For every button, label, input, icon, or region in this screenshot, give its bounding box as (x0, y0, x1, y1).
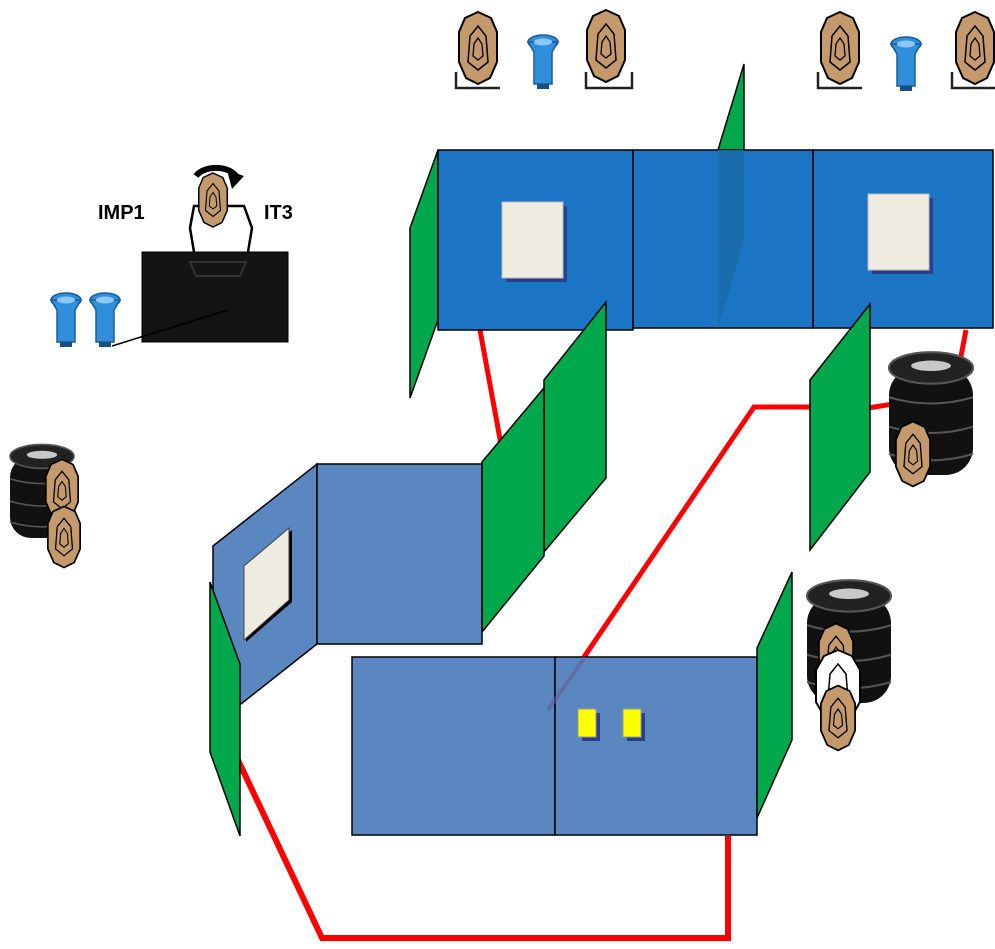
fault-line-upper-left (477, 329, 505, 451)
wall-light-blue (316, 463, 483, 645)
rotate-arrow-head (227, 170, 244, 189)
steel-popper-icon (50, 292, 82, 348)
fault-line-behind-wall (546, 655, 587, 712)
paper-target-icon (820, 684, 856, 752)
window-icon (501, 201, 567, 282)
green-panel (209, 581, 241, 837)
paper-target-icon (895, 420, 931, 488)
fault-line-right (867, 401, 894, 411)
green-panel (716, 63, 745, 151)
green-panel-shadow (718, 150, 744, 328)
label-it3: IT3 (264, 202, 293, 224)
moving-target-frame-base (188, 261, 248, 277)
label-imp1: IMP1 (98, 202, 145, 224)
steel-popper-icon (89, 292, 121, 348)
green-panel (543, 299, 607, 555)
paper-target-icon (198, 172, 228, 228)
steel-popper-icon (527, 34, 559, 90)
green-panel (481, 385, 545, 635)
paper-target-icon (820, 11, 860, 85)
paper-target-icon (46, 505, 82, 569)
window-icon (243, 526, 292, 642)
wall-light-blue (554, 656, 758, 836)
green-panel (409, 149, 439, 399)
paper-target-icon (586, 9, 626, 83)
target-stand-base (454, 72, 995, 90)
steel-popper-icon (890, 36, 922, 92)
fault-line-lower (235, 758, 731, 941)
fault-line-diagonal (545, 404, 812, 712)
window-icon (867, 193, 933, 274)
activator-mat (141, 251, 289, 343)
wall-light-blue (351, 656, 556, 836)
mini-popper-icon (577, 708, 600, 741)
paper-target-icon (955, 11, 995, 85)
mini-popper-icon (622, 708, 645, 741)
green-panel (756, 571, 793, 819)
paper-target-icon (458, 11, 498, 85)
activator-cable (111, 309, 229, 347)
green-panel (809, 301, 871, 553)
